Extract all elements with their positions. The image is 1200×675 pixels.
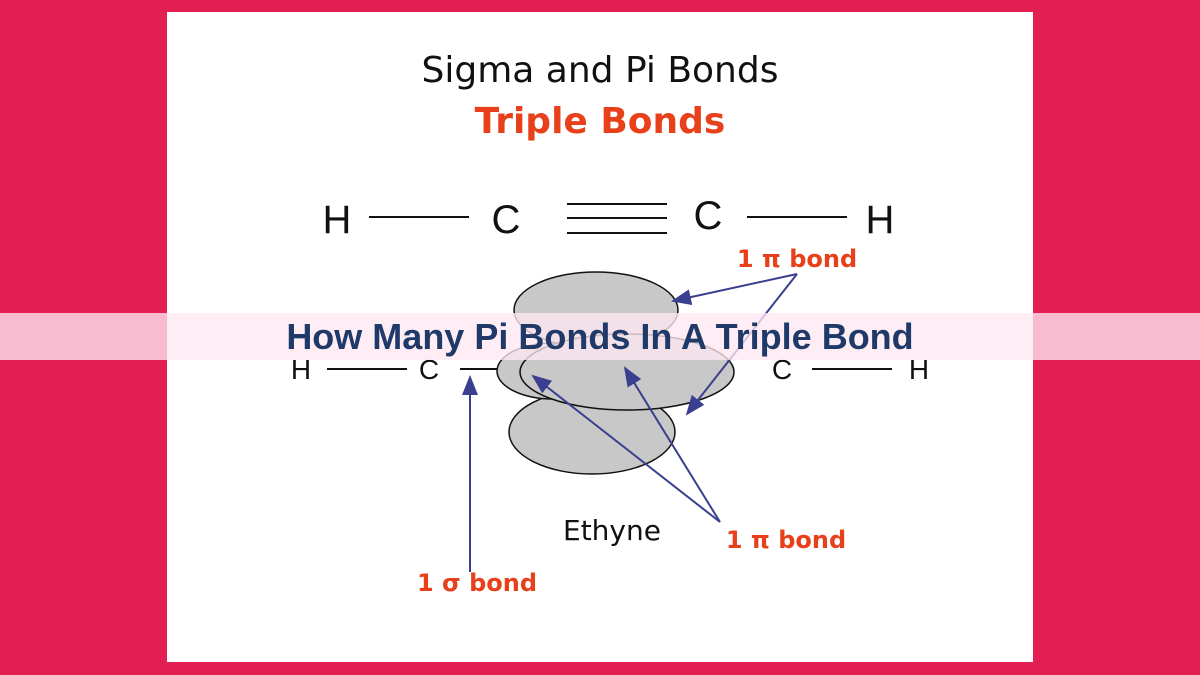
orbital-left-hydrogen: H [291, 354, 311, 385]
molecule-name: Ethyne [563, 514, 661, 547]
arrow-bottom-pi-to-back-lobe [531, 374, 721, 523]
orbital-left-carbon: C [419, 354, 439, 385]
formula-left-hydrogen: H [323, 198, 352, 242]
slide-title: Sigma and Pi Bonds [422, 50, 779, 91]
orbital-right-hydrogen: H [909, 354, 929, 385]
sigma-bond-label: 1 σ bond [417, 569, 537, 597]
pi-bond-label-bottom: 1 π bond [726, 526, 846, 554]
orbital-right-carbon: C [772, 354, 792, 385]
arrow-top-pi-to-upper-lobe [671, 273, 798, 305]
banner-title: How Many Pi Bonds In A Triple Bond [286, 315, 914, 357]
structural-formula: H C C H [323, 194, 895, 242]
formula-right-hydrogen: H [866, 198, 895, 242]
formula-right-carbon: C [694, 194, 723, 238]
pi-bond-label-top: 1 π bond [737, 245, 857, 273]
formula-left-carbon: C [492, 198, 521, 242]
arrow-bottom-pi-to-front-lobe [623, 366, 721, 523]
slide-subtitle: Triple Bonds [475, 101, 726, 142]
title-banner: How Many Pi Bonds In A Triple Bond [0, 313, 1200, 360]
orbital-model: H C C H [291, 271, 929, 475]
